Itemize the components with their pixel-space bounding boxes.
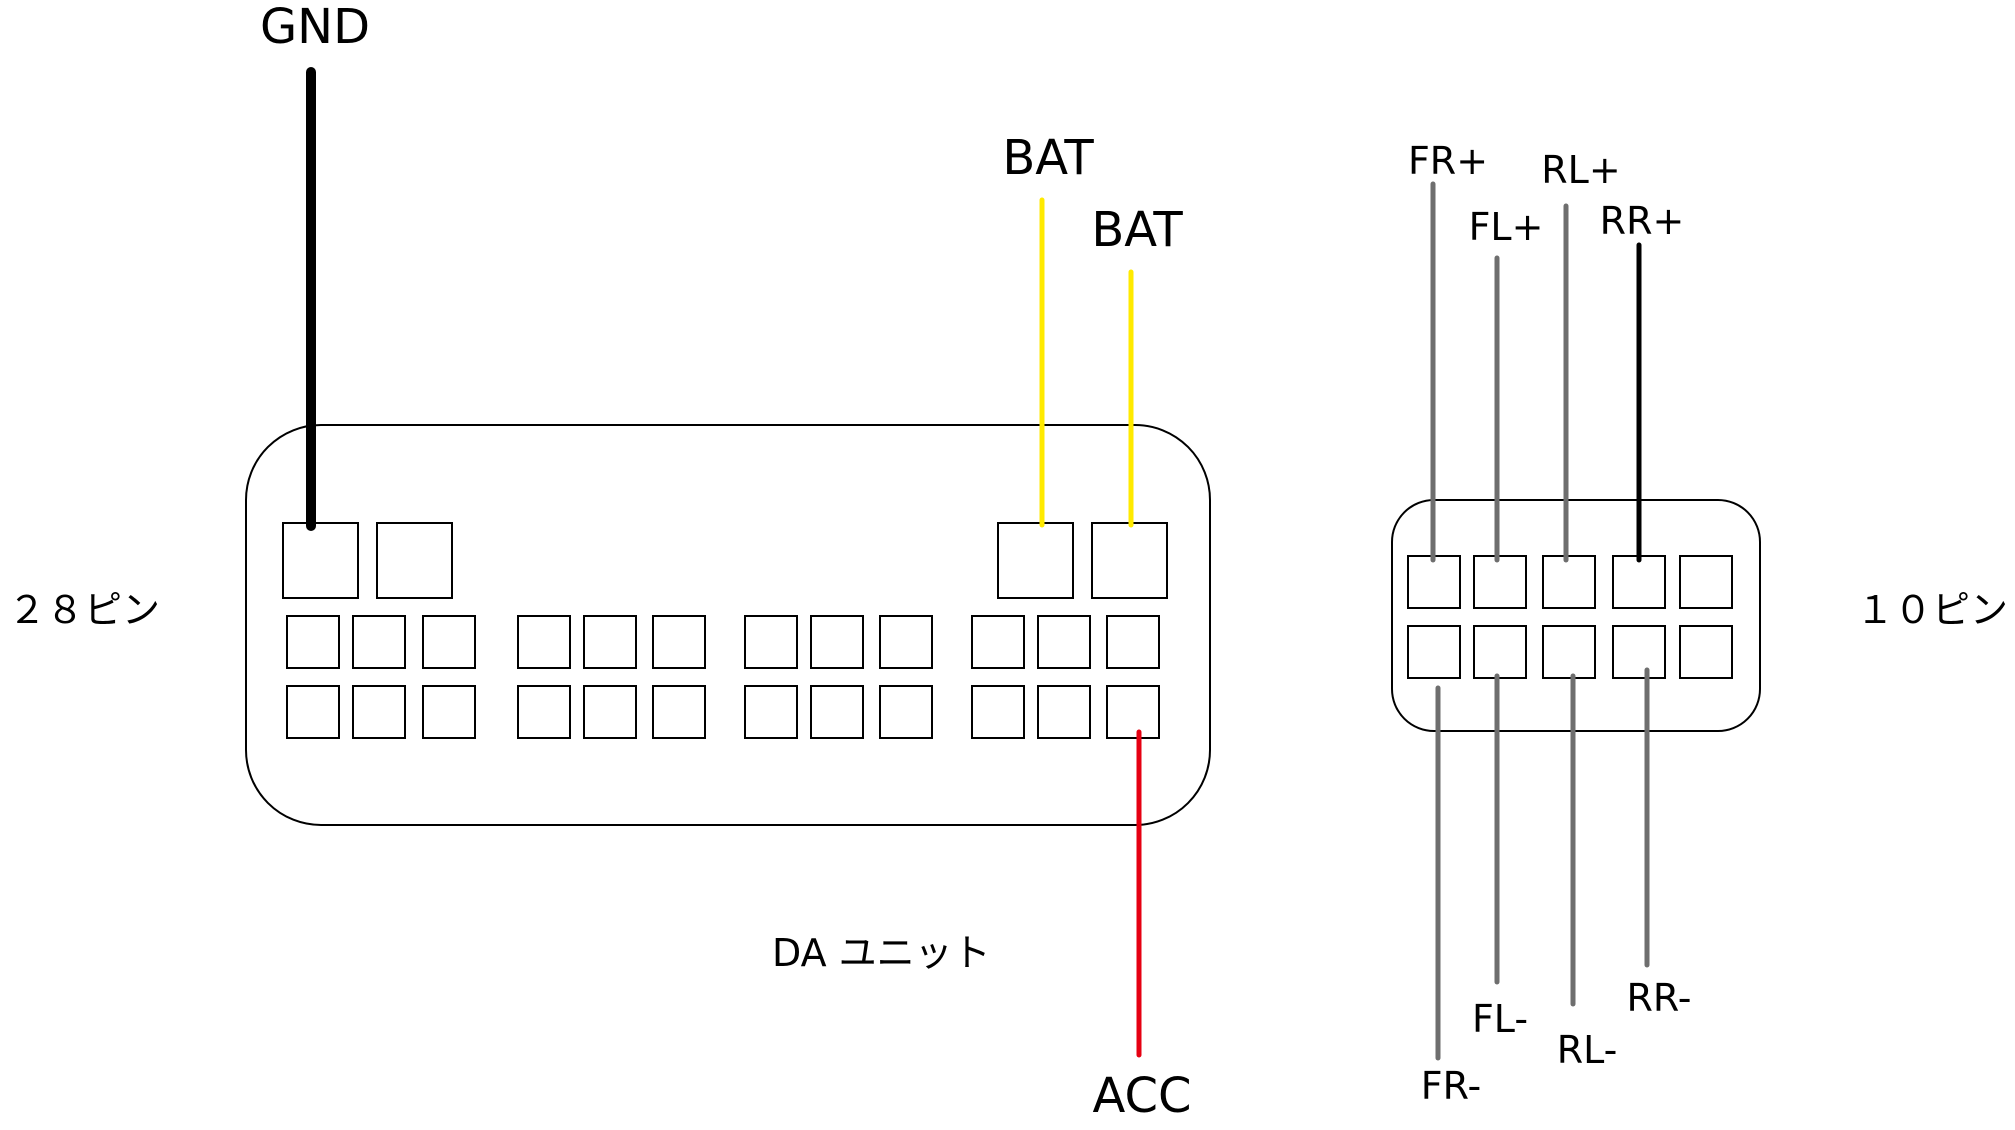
pin-28 — [744, 685, 798, 739]
fl-minus-label: FL- — [1472, 997, 1528, 1041]
pin-10 — [1407, 555, 1461, 609]
pin-10 — [1542, 555, 1596, 609]
pin-28 — [352, 685, 406, 739]
pin-28-large — [1091, 522, 1168, 599]
rr-minus-label: RR- — [1627, 976, 1692, 1020]
connector-10-side-label: １０ピン — [1856, 588, 2008, 632]
rr-plus-label: RR+ — [1600, 199, 1685, 243]
fl-plus-label: FL+ — [1469, 205, 1544, 249]
pin-28 — [810, 685, 864, 739]
pin-28 — [517, 685, 571, 739]
bat-label-1: BAT — [1002, 130, 1094, 186]
pin-28 — [652, 685, 706, 739]
pin-10 — [1612, 555, 1666, 609]
pin-28 — [1037, 685, 1091, 739]
pin-28 — [879, 685, 933, 739]
rl-plus-label: RL+ — [1541, 148, 1620, 192]
rl-minus-label: RL- — [1557, 1028, 1618, 1072]
pin-28 — [422, 615, 476, 669]
gnd-label: GND — [260, 0, 370, 55]
pin-28 — [971, 685, 1025, 739]
pin-28 — [517, 615, 571, 669]
connector-10-pin: FR+ FL+ RL+ RR+ FR- FL- RL- RR- １０ピン — [1391, 139, 2008, 1108]
pin-28 — [286, 615, 340, 669]
pin-10 — [1679, 625, 1733, 679]
pin-28 — [879, 615, 933, 669]
pin-10 — [1542, 625, 1596, 679]
pin-28-large — [376, 522, 453, 599]
pin-28 — [583, 685, 637, 739]
pin-28 — [744, 615, 798, 669]
pin-row-10-1 — [1407, 555, 1733, 609]
pin-28 — [810, 615, 864, 669]
pin-28 — [422, 685, 476, 739]
connector-28-body — [245, 424, 1211, 826]
fr-plus-label: FR+ — [1408, 139, 1488, 183]
pin-10 — [1407, 625, 1461, 679]
pin-28-large — [997, 522, 1074, 599]
connector-10-body — [1391, 499, 1761, 732]
pin-10 — [1612, 625, 1666, 679]
pin-28 — [286, 685, 340, 739]
fr-minus-label: FR- — [1421, 1064, 1481, 1108]
pin-28 — [652, 615, 706, 669]
pin-28 — [352, 615, 406, 669]
pin-row-28-2 — [286, 685, 1160, 739]
bat-label-2: BAT — [1091, 202, 1183, 258]
pin-10 — [1679, 555, 1733, 609]
acc-label: ACC — [1092, 1068, 1191, 1124]
pin-28 — [1106, 615, 1160, 669]
pin-28 — [971, 615, 1025, 669]
pin-28-large — [282, 522, 359, 599]
connector-28-caption: DA ユニット — [772, 931, 991, 975]
connector-28-side-label: ２８ピン — [8, 588, 160, 632]
pin-10 — [1473, 625, 1527, 679]
pin-row-10-2 — [1407, 625, 1733, 679]
connector-28-pin: GND BAT BAT ACC ２８ピン DA ユニット — [8, 0, 1211, 1124]
pin-28 — [1106, 685, 1160, 739]
pin-28 — [1037, 615, 1091, 669]
pin-row-28-1 — [286, 615, 1160, 669]
pin-10 — [1473, 555, 1527, 609]
pin-28 — [583, 615, 637, 669]
